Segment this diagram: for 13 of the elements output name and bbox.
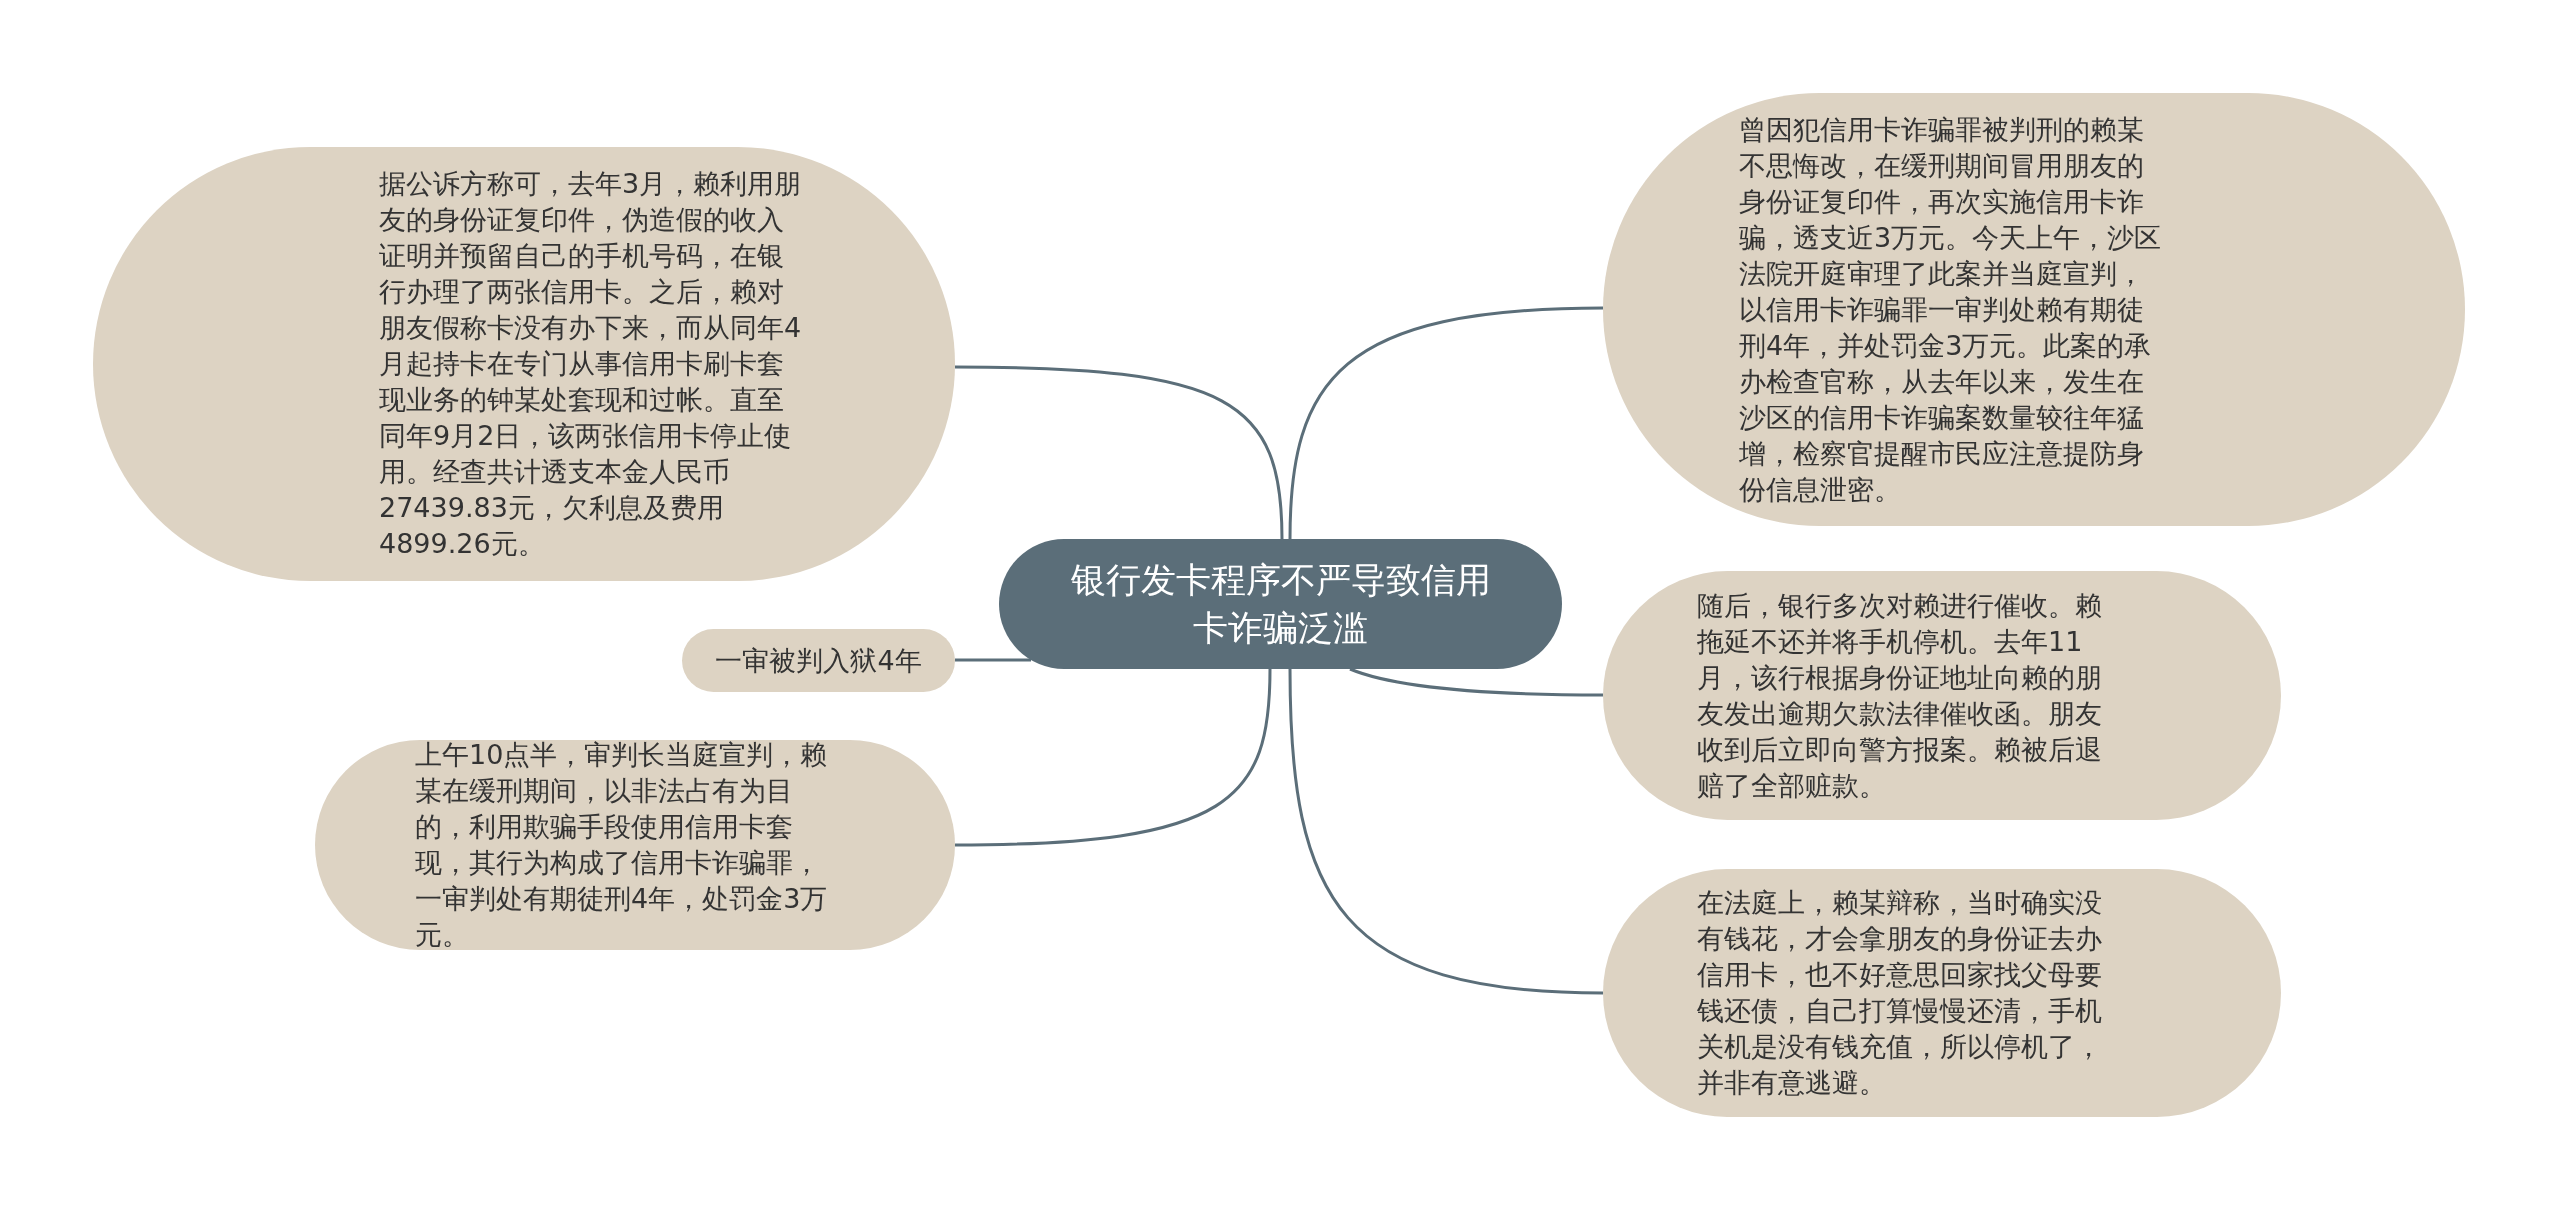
connector-curve — [955, 658, 1031, 662]
connector-curve — [954, 668, 1272, 847]
topic-text: 一审被判入狱4年 — [714, 643, 923, 678]
connector-curve — [955, 365, 1284, 540]
topic-text: 曾因犯信用卡诈骗罪被判刑的赖某不思悔改，在缓刑期间冒用朋友的身份证复印件，再次实施信用卡诈骗，透支近3万元。今天上午，沙区法院开庭审理了此案并当庭宣判，以信用卡诈骗罪一审判处赖有期徒刑4年，并处罚金3万元。此案的承办检查官称，从去年以来，发生在沙区的信用卡诈骗案数量较往年猛增，检察官提醒市民应注意提防身份信息泄密。 — [1739, 112, 2163, 507]
connector-curve — [1349, 667, 1603, 697]
connector-curve — [1288, 668, 1604, 995]
connector-curve — [1288, 306, 1604, 540]
topic-text: 随后，银行多次对赖进行催收。赖拖延不还并将手机停机。去年11月，该行根据身份证地址向赖的朋友发出逾期欠款法律催收函。朋友收到后立即向警方报案。赖被后退赔了全部赃款。 — [1697, 588, 2103, 803]
topic-title: 银行发卡程序不严导致信用卡诈骗泛滥 — [1069, 559, 1492, 650]
topic-text: 据公诉方称可，去年3月，赖利用朋友的身份证复印件，伪造假的收入证明并预留自己的手机号码，在银行办理了两张信用卡。之后，赖对朋友假称卡没有办下来，而从同年4月起持卡在专门从事信用卡刷卡套现业务的钟某处套现和过帐。直至同年9月2日，该两张信用卡停止使用。经查共计透支本金人民币27439.83元，欠利息及费用4899.26元。 — [379, 167, 803, 561]
topic-text: 上午10点半，审判长当庭宣判，赖某在缓刑期间，以非法占有为目的，利用欺骗手段使用信用卡套现，其行为构成了信用卡诈骗罪，一审判处有期徒刑4年，处罚金3万元。 — [415, 738, 829, 952]
topic-text: 在法庭上，赖某辩称，当时确实没有钱花，才会拿朋友的身份证去办信用卡，也不好意思回家找父母要钱还债，自己打算慢慢还清，手机关机是没有钱充值，所以停机了，并非有意逃避。 — [1697, 886, 2103, 1100]
